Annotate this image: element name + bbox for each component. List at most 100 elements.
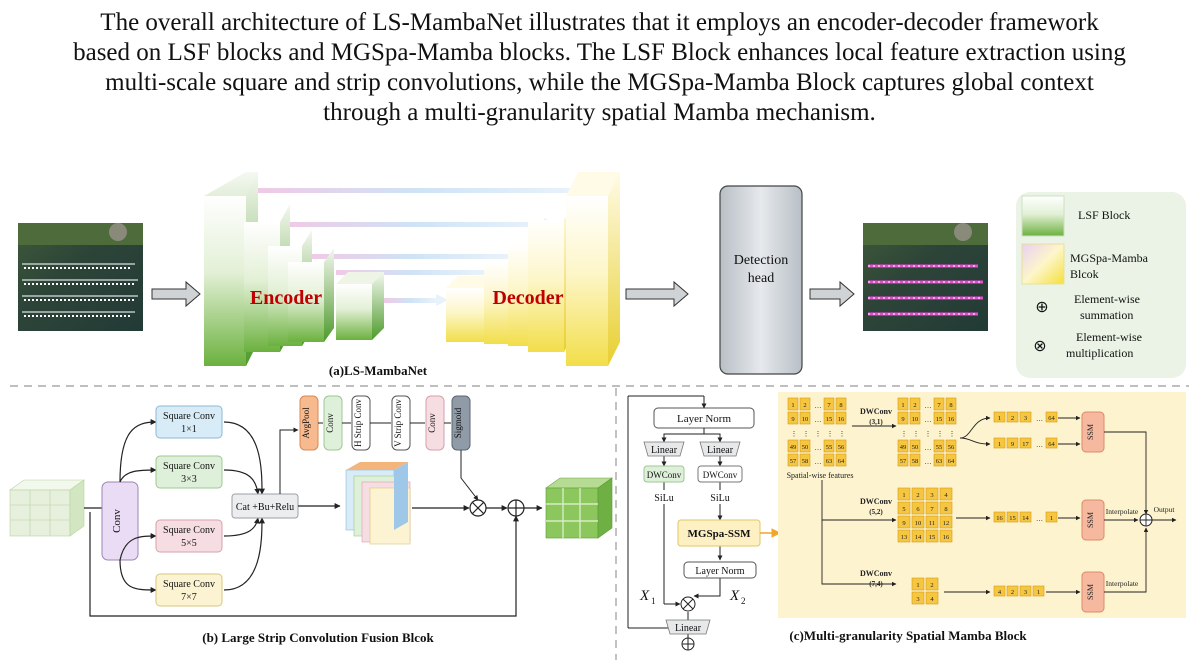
- square-conv-size: 5×5: [181, 538, 197, 549]
- branch-lines: [89, 419, 519, 617]
- seq-b-ellipsis: …: [1036, 441, 1043, 449]
- grid-b2-cell: [939, 501, 953, 515]
- grid-b2-cell: [925, 501, 939, 515]
- grid-b2-cell: [911, 501, 925, 515]
- interpolate-label: Interpolate: [1106, 507, 1139, 516]
- ssm-detail-background: [778, 392, 1186, 618]
- seq-c-ellipsis: …: [1036, 515, 1043, 523]
- grid-b2-cell-label: 9: [902, 520, 905, 527]
- spatial-grid-ellipsis: …: [815, 416, 822, 424]
- square-conv-size: 1×1: [181, 424, 197, 435]
- grid-b3-cell-label: 4: [930, 596, 934, 603]
- square-conv-size: 7×7: [181, 592, 197, 603]
- feature-maps-stack: [345, 462, 411, 545]
- grid-b1-cell: [933, 453, 945, 467]
- grid-b2-cell: [925, 515, 939, 529]
- grid-b1-ellipsis: ⋮: [913, 430, 920, 438]
- seq-d-cell: [993, 585, 1006, 597]
- mgspa-legend-label: Blcok: [1070, 267, 1099, 281]
- seq-b-cell-label: 9: [1011, 441, 1014, 448]
- grid-b1-cell-label: 16: [948, 416, 955, 423]
- grid-b1-cell-label: 63: [936, 458, 943, 465]
- caption-line: multi-scale square and strip convolution…: [105, 69, 1094, 96]
- spatial-grid-cell-label: 10: [802, 416, 809, 423]
- spatial-grid-cell: [823, 397, 835, 411]
- grid-b1-cell: [945, 411, 957, 425]
- spatial-grid-cell: [799, 453, 811, 467]
- seq-a-cell: [993, 411, 1006, 423]
- strip-op-label: Conv: [325, 413, 335, 433]
- spatial-grid-cell-label: 16: [838, 416, 845, 423]
- legend-box: [1016, 192, 1186, 378]
- grid-b1-cell: [897, 397, 909, 411]
- sum-symbol: [682, 638, 694, 650]
- strip-op-label: V Strip Conv: [393, 399, 403, 447]
- seq-b-cell: [1006, 437, 1019, 449]
- grid-b1-cell: [897, 453, 909, 467]
- seq-d-cell: [1006, 585, 1019, 597]
- grid-b1-ellipsis: ⋮: [925, 430, 932, 438]
- grid-b1-cell-label: 10: [912, 416, 919, 423]
- grid-b2-cell-label: 11: [929, 520, 935, 527]
- spatial-grid-cell-label: 63: [826, 458, 833, 465]
- spatial-grid-cell: [787, 439, 799, 453]
- ssm3-out: [1104, 527, 1149, 593]
- caption-line: The overall architecture of LS-MambaNet …: [100, 9, 1099, 36]
- spatial-grid-cell-label: 15: [826, 416, 833, 423]
- seq-a-cell-label: 2: [1011, 415, 1014, 422]
- linear-left: [643, 441, 685, 457]
- grid-b2-cell-label: 12: [943, 520, 950, 527]
- sum-symbol: ⊕: [1035, 299, 1048, 316]
- spatial-grid-cell: [835, 439, 847, 453]
- grid-b2-cell: [939, 529, 953, 543]
- seq-c-cell-label: 15: [1009, 515, 1016, 522]
- grid-b2-cell-label: 8: [944, 506, 947, 513]
- spatial-grid-cell-label: 56: [838, 444, 845, 451]
- spatial-grid-cell: [823, 453, 835, 467]
- grid-b2-cell: [897, 515, 911, 529]
- strip-op-label: H Strip Conv: [353, 399, 363, 448]
- grid-b3-cell-label: 2: [930, 582, 933, 589]
- square-conv-name: Square Conv: [163, 411, 215, 422]
- seq-c-cell: [1006, 511, 1019, 523]
- input-image: [18, 223, 143, 331]
- spatial-grid-ellipsis: ⋮: [827, 430, 834, 438]
- ssm-2-label: SSM: [1086, 512, 1095, 528]
- grid-b2-cell: [897, 501, 911, 515]
- encoder-blocks: [204, 172, 384, 366]
- conv-label: Conv: [111, 509, 123, 533]
- grid-b2-cell-label: 6: [916, 506, 920, 513]
- spatial-grid-cell: [823, 411, 835, 425]
- grid-b1-ellipsis: ⋮: [949, 430, 956, 438]
- output-feature-cubes: [545, 477, 613, 539]
- mgspa-legend-swatch: [1021, 243, 1065, 285]
- panel-a: Encoder Decoder Detection head: [18, 172, 1186, 378]
- layer-norm-label: Layer Norm: [695, 566, 744, 577]
- spatial-grid-cell: [799, 439, 811, 453]
- grid-b2-cell-label: 10: [915, 520, 922, 527]
- input-feature-cubes: [9, 479, 85, 537]
- figure-caption: The overall architecture of LS-MambaNet …: [0, 8, 1199, 128]
- mult-legend-label: Element-wise: [1076, 330, 1142, 344]
- seq-d-cell: [1019, 585, 1032, 597]
- sum-symbol: [508, 500, 524, 516]
- spatial-grid-ellipsis: ⋮: [791, 430, 798, 438]
- grid-b2-cell: [911, 515, 925, 529]
- spatial-grid-cell: [787, 411, 799, 425]
- linear-label: Linear: [707, 445, 734, 456]
- layer-norm-label: Layer Norm: [677, 413, 732, 425]
- grid-b3-cell: [925, 577, 939, 591]
- lsf-legend-label: LSF Block: [1078, 208, 1130, 222]
- grid-b1-cell: [933, 397, 945, 411]
- x2-label: X: [729, 588, 740, 604]
- grid-b3-cell-label: 1: [916, 582, 919, 589]
- multiply-symbol: [682, 598, 694, 610]
- grid-b1-ellipsis: ⋮: [901, 430, 908, 438]
- seq-b-cell-label: 17: [1022, 441, 1029, 448]
- cat-bu-relu-label: Cat +Bu+Relu: [236, 502, 294, 513]
- seq-b-cell-label: 64: [1048, 441, 1055, 448]
- x2-subscript: 2: [741, 596, 746, 606]
- spatial-grid-ellipsis: ⋮: [803, 430, 810, 438]
- x1-label: X: [639, 588, 650, 604]
